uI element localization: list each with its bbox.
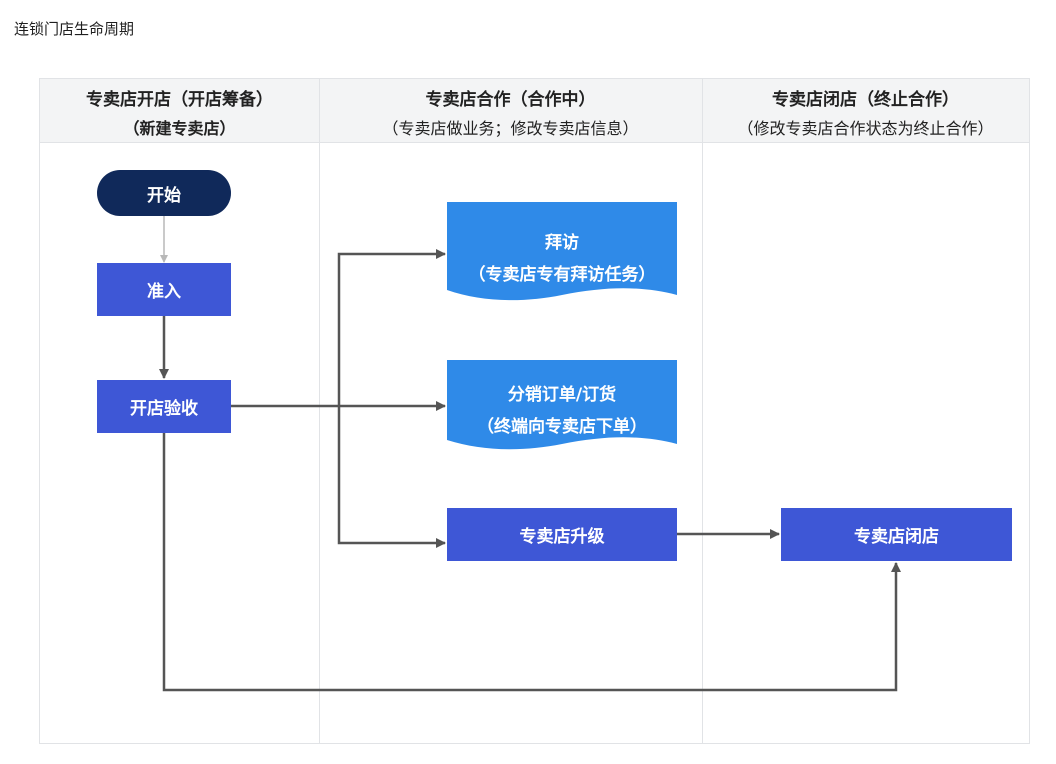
lane-header-cooperation: 专卖店合作（合作中） （专卖店做业务；修改专卖店信息） [319, 79, 702, 143]
distribution-title: 分销订单/订货 [507, 385, 617, 405]
distribution-order-node[interactable]: 分销订单/订货 （终端向专卖店下单） [447, 360, 677, 455]
lane-header-close: 专卖店闭店（终止合作） （修改专卖店合作状态为终止合作） [702, 79, 1029, 143]
document-shape [447, 360, 677, 450]
lane-title: 专卖店开店（开店筹备） [86, 90, 273, 110]
lane-title: 专卖店闭店（终止合作） [772, 90, 959, 110]
visit-title: 拜访 [545, 233, 579, 253]
store-upgrade-node[interactable]: 专卖店升级 [447, 508, 677, 561]
lane-subtitle: （新建专卖店） [123, 119, 236, 138]
lane-subtitle: （修改专卖店合作状态为终止合作） [737, 119, 994, 138]
distribution-subtitle: （终端向专卖店下单） [477, 417, 647, 437]
store-close-node[interactable]: 专卖店闭店 [781, 508, 1012, 561]
start-node[interactable]: 开始 [97, 170, 231, 216]
page-title: 连锁门店生命周期 [14, 20, 135, 38]
arrow-inspection-to-upgrade [337, 406, 446, 548]
arrow-inspection-to-visit [337, 249, 446, 406]
arrow-inspection-to-close [162, 433, 901, 692]
visit-subtitle: （专卖店专有拜访任务） [468, 265, 656, 285]
lane-divider [702, 79, 703, 743]
admit-node[interactable]: 准入 [97, 263, 231, 316]
lane-header-open: 专卖店开店（开店筹备） （新建专卖店） [40, 79, 319, 143]
lane-title: 专卖店合作（合作中） [425, 90, 596, 110]
visit-node[interactable]: 拜访 （专卖店专有拜访任务） [447, 202, 677, 302]
open-inspection-node[interactable]: 开店验收 [97, 380, 231, 433]
lane-subtitle: （专卖店做业务；修改专卖店信息） [382, 119, 639, 138]
lane-divider [319, 79, 320, 743]
document-shape [447, 202, 677, 301]
